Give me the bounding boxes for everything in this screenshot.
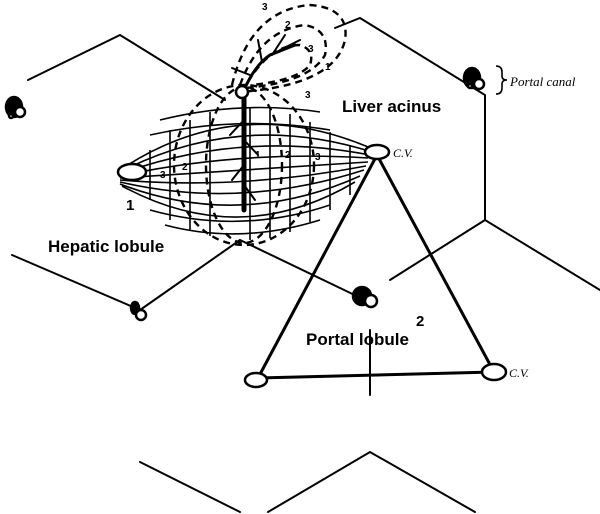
central-vein-bottom-right	[480, 362, 508, 382]
zone-number: 3	[308, 44, 314, 55]
central-vein-label-bottom: C.V.	[509, 366, 529, 380]
zone-number: 2	[285, 150, 291, 161]
portal-canal-left	[4, 95, 27, 120]
hexagon-edge	[484, 219, 600, 291]
central-vein-left	[116, 162, 148, 182]
zone-number: 3	[305, 90, 311, 101]
hepatic-lobule-label: Hepatic lobule	[48, 237, 164, 256]
acinus-top-vessel	[234, 84, 250, 100]
zone-number: 1	[325, 62, 331, 73]
hexagon-edge	[267, 450, 476, 513]
upper-acinus-middle	[238, 23, 327, 90]
portal-canal-top-right	[462, 66, 486, 91]
hexagon-edge	[11, 254, 141, 311]
lobule-number-2: 2	[416, 313, 424, 330]
portal-lobule-label: Portal lobule	[306, 330, 409, 349]
acinus-zone-outer	[172, 83, 316, 247]
hexagon-edge	[334, 16, 486, 221]
lobule-number-1: 1	[126, 197, 134, 214]
hexagon-edge	[239, 239, 366, 301]
hexagon-edge	[389, 219, 486, 281]
zone-number: 2	[182, 162, 188, 173]
zone-number: 3	[262, 2, 268, 13]
zone-number: 3	[160, 170, 166, 181]
hexagon-edge	[27, 33, 226, 101]
portal-canals	[4, 66, 486, 322]
zone-number: 1	[255, 150, 261, 161]
hexagon-edge	[139, 461, 241, 513]
central-veins	[116, 84, 508, 389]
portal-canal-middle	[129, 300, 148, 322]
hexagon-outlines	[11, 16, 600, 513]
hexagon-edge	[139, 239, 241, 311]
hepatic-cords	[119, 106, 376, 240]
portal-canal-bracket	[495, 65, 508, 95]
zone-number: 3	[315, 152, 321, 163]
portal-canal-label: Portal canal	[509, 74, 576, 89]
central-vein-bottom-left	[243, 371, 269, 389]
upper-acinus-outer	[230, 3, 347, 94]
liver-acinus-label: Liver acinus	[342, 97, 441, 116]
portal-canal-center	[351, 285, 379, 309]
zone-numbers: 3 2 3 1 3 1 2 3 2 3	[160, 2, 331, 181]
portal-triad-branch	[229, 34, 301, 213]
portal-lobule-triangle	[256, 153, 496, 380]
central-vein-right	[363, 143, 391, 161]
central-vein-label-right: C.V.	[393, 146, 413, 160]
zone-number: 2	[285, 20, 291, 31]
